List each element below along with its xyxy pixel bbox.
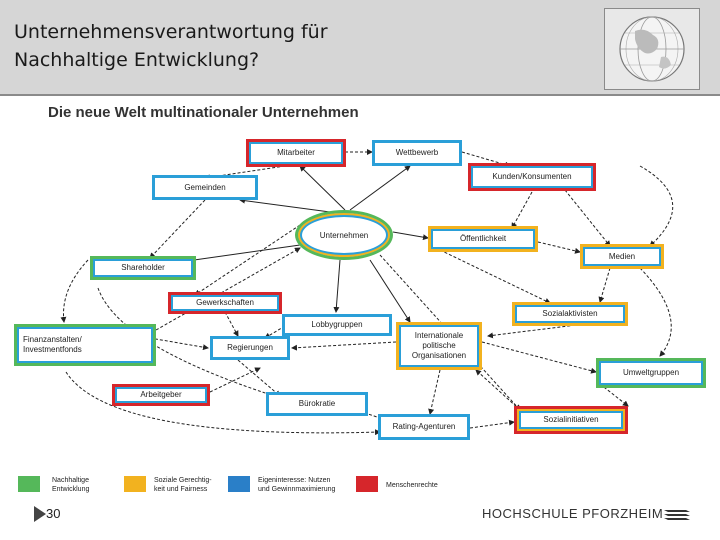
node-unternehmen-label: Unternehmen (319, 230, 369, 240)
node-medien: Medien (580, 244, 664, 269)
legend-red-line1: Menschenrechte (386, 482, 438, 489)
page-arrow-icon (34, 506, 46, 522)
slide-title: Unternehmensverantwortung für Nachhaltig… (14, 18, 328, 74)
node-arbeitgeber-label: Arbeitgeber (140, 390, 182, 399)
node-shareholder: Shareholder (90, 256, 196, 280)
node-intl-label-line1: Internationale (414, 331, 464, 340)
brand-logo-icon (664, 510, 690, 520)
node-intl-label-line3: Organisationen (411, 351, 467, 360)
slide-title-line1: Unternehmensverantwortung für (14, 21, 328, 43)
node-rating-agenturen: Rating-Agenturen (378, 414, 470, 440)
legend-label-blue: Eigeninteresse: Nutzen und Gewinnmaximie… (258, 476, 335, 494)
node-finanzanstalten: Finanzanstalten/ Investmentfonds (14, 324, 156, 366)
legend-swatch-red (356, 476, 378, 492)
node-unternehmen: Unternehmen (295, 210, 393, 260)
slide-title-line2: Nachhaltige Entwicklung? (14, 49, 260, 71)
node-gemeinden: Gemeinden (152, 175, 258, 200)
legend-label-yellow: Soziale Gerechtig- keit und Fairness (154, 476, 212, 494)
node-wettbewerb: Wettbewerb (372, 140, 462, 166)
node-arbeitgeber: Arbeitgeber (112, 384, 210, 406)
page-number: 30 (46, 506, 61, 521)
node-mitarbeiter: Mitarbeiter (246, 139, 346, 167)
node-sozialinitiativen-label: Sozialinitiativen (543, 415, 599, 424)
node-medien-label: Medien (608, 251, 636, 261)
node-buerokratie: Bürokratie (266, 392, 368, 416)
node-lobbygruppen: Lobbygruppen (282, 314, 392, 336)
legend-swatch-blue (228, 476, 250, 492)
node-kunden-konsumenten: Kunden/Konsumenten (468, 163, 596, 191)
node-intl-label-line2: politische (422, 341, 456, 350)
globe-image-frame (604, 8, 700, 90)
node-buerokratie-label: Bürokratie (298, 399, 336, 408)
node-gewerkschaften: Gewerkschaften (168, 292, 282, 314)
node-umweltgruppen-label: Umweltgruppen (622, 368, 680, 377)
node-wettbewerb-label: Wettbewerb (395, 148, 439, 157)
brand-name: HOCHSCHULE PFORZHEIM (482, 506, 664, 521)
node-shareholder-label: Shareholder (121, 263, 165, 272)
legend-blue-line1: Eigeninteresse: Nutzen (258, 477, 331, 484)
node-sozialaktivisten: Sozialaktivisten (512, 302, 628, 326)
diagram-title: Die neue Welt multinationaler Unternehme… (48, 104, 359, 121)
node-gemeinden-label: Gemeinden (184, 182, 226, 192)
legend-blue-line2: und Gewinnmaximierung (258, 486, 336, 493)
node-finanz-label-line2: Investmentfonds (23, 345, 82, 354)
node-lobbygruppen-label: Lobbygruppen (311, 320, 363, 329)
legend-green-line1: Nachhaltige (52, 477, 89, 484)
node-oeffentlichkeit: Öffentlichkeit (428, 226, 538, 252)
node-sozialaktivisten-label: Sozialaktivisten (542, 309, 598, 318)
slide-header: Unternehmensverantwortung für Nachhaltig… (0, 0, 720, 96)
node-umweltgruppen: Umweltgruppen (596, 358, 706, 388)
legend-swatch-green (18, 476, 40, 492)
node-sozialinitiativen: Sozialinitiativen (514, 406, 628, 434)
legend-green-line2: Entwicklung (52, 486, 90, 493)
node-finanz-label-line1: Finanzanstalten/ (23, 335, 82, 344)
legend-swatch-yellow (124, 476, 146, 492)
node-regierungen: Regierungen (210, 336, 290, 360)
node-gewerkschaften-label: Gewerkschaften (196, 298, 254, 307)
legend-label-green: Nachhaltige Entwicklung (52, 476, 89, 494)
node-oeffentlichkeit-label: Öffentlichkeit (459, 234, 507, 243)
node-internationale-organisationen: Internationale politische Organisationen (396, 322, 482, 370)
node-rating-label: Rating-Agenturen (392, 422, 456, 431)
globe-icon (619, 16, 685, 82)
legend-yellow-line1: Soziale Gerechtig- (154, 477, 212, 484)
legend-label-red: Menschenrechte (386, 481, 438, 490)
node-regierungen-label: Regierungen (227, 343, 273, 352)
node-mitarbeiter-label: Mitarbeiter (277, 148, 315, 157)
legend-yellow-line2: keit und Fairness (154, 486, 208, 493)
node-kunden-label: Kunden/Konsumenten (492, 172, 572, 181)
